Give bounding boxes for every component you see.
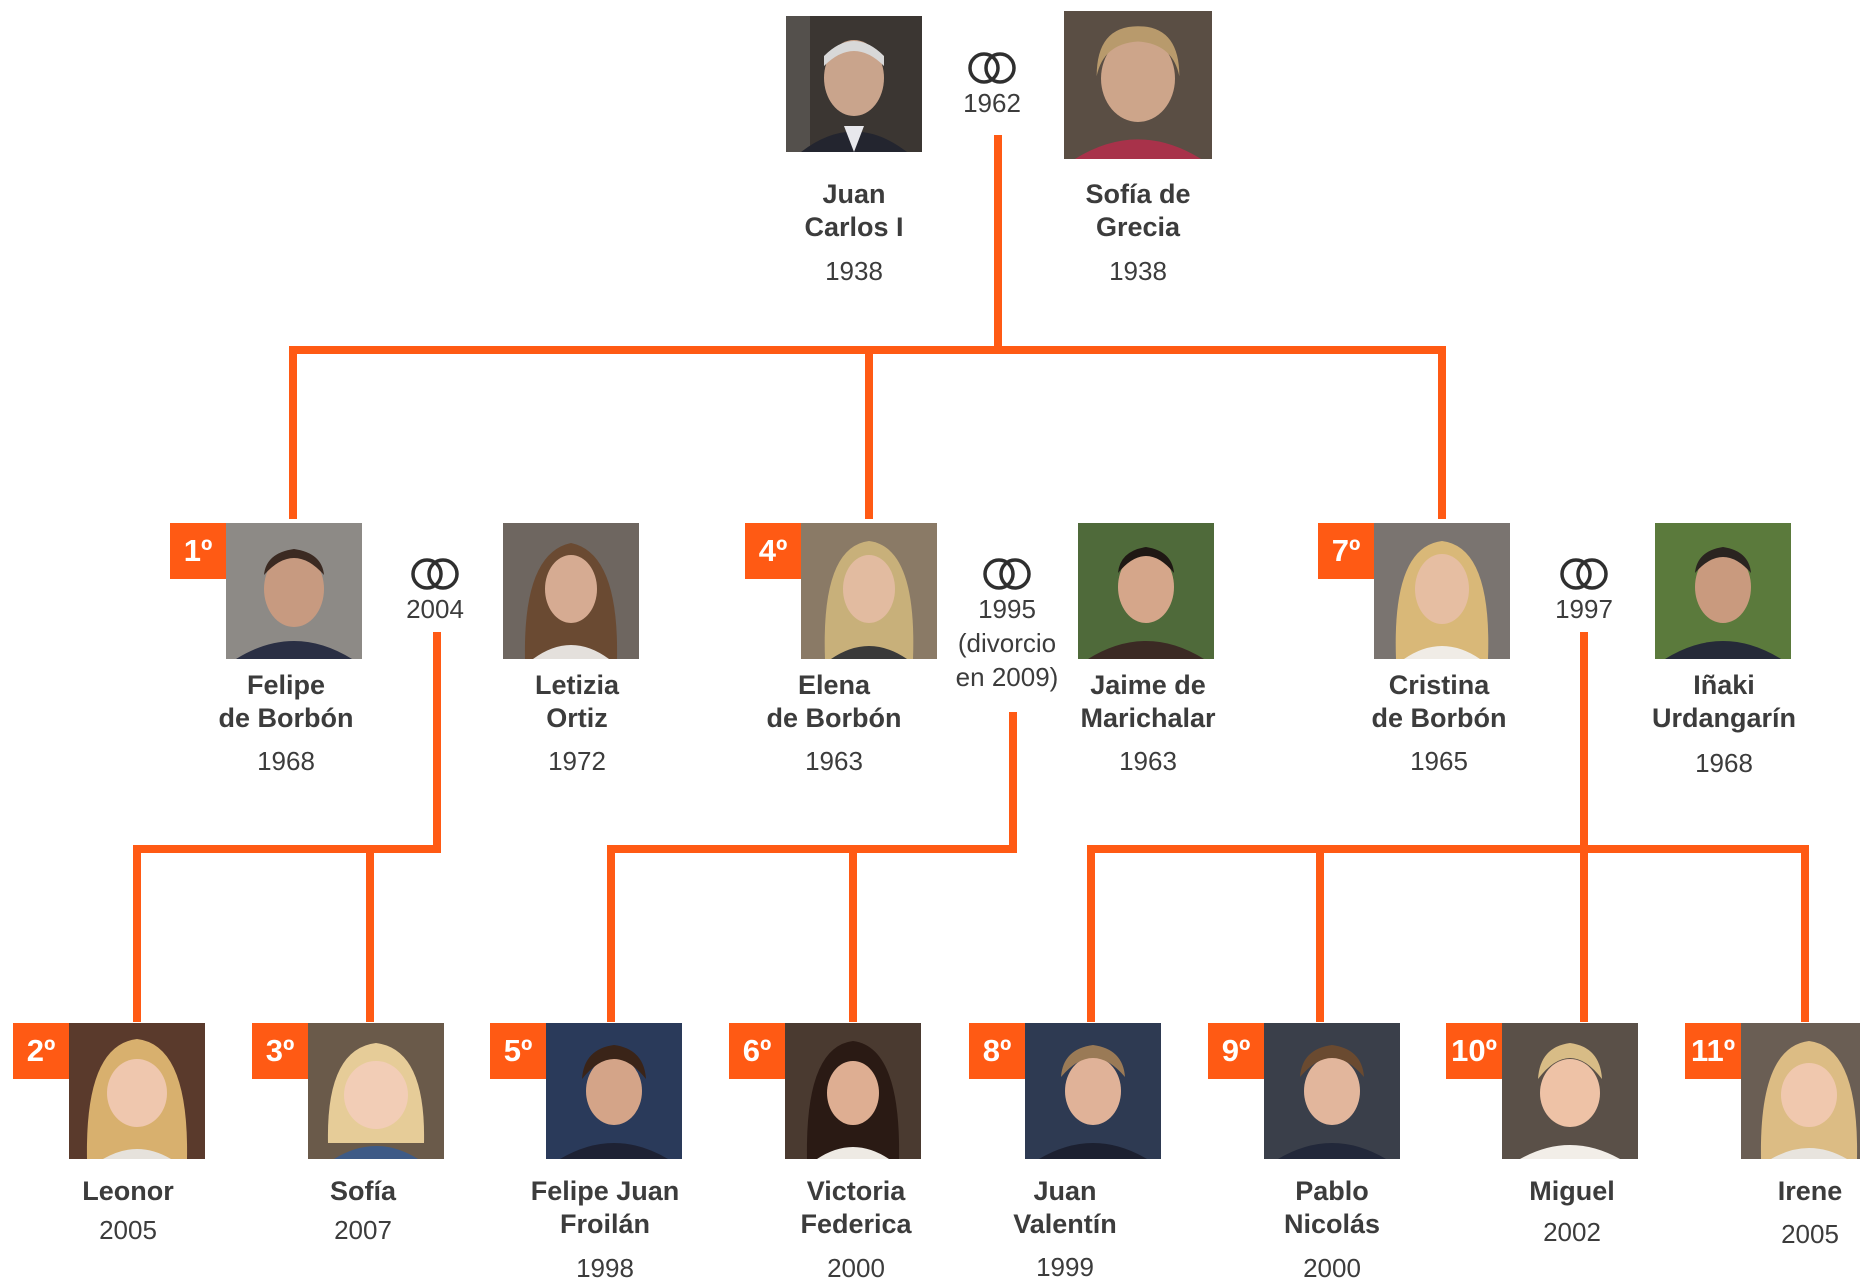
succession-rank-badge: 3º (252, 1023, 308, 1079)
connector-elena-children (607, 712, 1017, 1022)
birth-year: 1938 (825, 256, 883, 286)
person-name: Jaime de Marichalar (1080, 670, 1216, 733)
person-name: Sofía de Grecia (1085, 179, 1191, 242)
portrait-photo (1655, 523, 1791, 659)
birth-year: 1968 (257, 746, 315, 776)
portrait-photo (1064, 11, 1212, 159)
connector-parents-to-children (289, 135, 1446, 519)
portrait-photo (308, 1023, 444, 1159)
portrait-photo (69, 1023, 205, 1159)
birth-year: 1965 (1410, 746, 1468, 776)
succession-rank-badge: 4º (745, 523, 801, 579)
portrait-photo (1374, 523, 1510, 659)
marriage-year: 1995 (divorcio en 2009) (955, 594, 1059, 692)
birth-year: 1938 (1109, 256, 1167, 286)
wedding-rings-icon (968, 52, 1016, 84)
portrait-photo (785, 1023, 921, 1159)
portrait-photo (503, 523, 639, 659)
birth-year: 1963 (805, 746, 863, 776)
portrait-photo (546, 1023, 682, 1159)
marriage-year: 2004 (406, 594, 464, 624)
person-name: Juan Carlos I (804, 179, 904, 242)
person-name: Cristina de Borbón (1371, 670, 1507, 733)
succession-rank-badge: 5º (490, 1023, 546, 1079)
portrait-photo (226, 523, 362, 659)
wedding-rings-icon (411, 558, 459, 590)
succession-rank-badge: 1º (170, 523, 226, 579)
birth-year: 2005 (1781, 1219, 1839, 1249)
succession-rank-badge: 9º (1208, 1023, 1264, 1079)
wedding-rings-icon (983, 558, 1031, 590)
portrait-photo (1025, 1023, 1161, 1159)
portrait-photo (1741, 1023, 1860, 1159)
birth-year: 2005 (99, 1215, 157, 1245)
connector-cristina-children (1087, 632, 1809, 1022)
portrait-photo (801, 523, 937, 659)
succession-rank-badge: 6º (729, 1023, 785, 1079)
portrait-photo (1078, 523, 1214, 659)
birth-year: 2002 (1543, 1217, 1601, 1247)
marriage-elena-jaime: 1995 (divorcio en 2009) (937, 556, 1077, 694)
connector-felipe-children (133, 632, 441, 1022)
birth-year: 1999 (1036, 1252, 1094, 1282)
person-name: Pablo Nicolás (1283, 1176, 1381, 1239)
portrait-photo (1502, 1023, 1638, 1159)
person-name: Victoria Federica (800, 1176, 912, 1239)
marriage-juan-carlos-sofia: 1962 (922, 50, 1062, 120)
succession-rank-badge: 7º (1318, 523, 1374, 579)
marriage-year: 1997 (1555, 594, 1613, 624)
birth-year: 2000 (827, 1253, 885, 1283)
person-name: Miguel (1529, 1176, 1615, 1206)
person-name: Leonor (82, 1176, 174, 1206)
birth-year: 1998 (576, 1253, 634, 1283)
portrait-photo (786, 16, 922, 152)
succession-rank-badge: 2º (13, 1023, 69, 1079)
birth-year: 1968 (1695, 748, 1753, 778)
person-name: Felipe Juan Froilán (530, 1176, 680, 1239)
birth-year: 2000 (1303, 1253, 1361, 1283)
portrait-photo (1264, 1023, 1400, 1159)
birth-year: 1963 (1119, 746, 1177, 776)
succession-rank-badge: 11º (1685, 1023, 1741, 1079)
person-name: Elena de Borbón (766, 670, 902, 733)
person-name: Irene (1777, 1176, 1843, 1206)
person-name: Sofía (329, 1176, 396, 1206)
person-name: Juan Valentín (1013, 1176, 1117, 1239)
succession-rank-badge: 8º (969, 1023, 1025, 1079)
person-name: Felipe de Borbón (218, 670, 354, 733)
person-name: Letizia Ortiz (534, 670, 620, 733)
marriage-felipe-letizia: 2004 (365, 556, 505, 626)
marriage-cristina-inaki: 1997 (1514, 556, 1654, 626)
succession-rank-badge: 10º (1446, 1023, 1502, 1079)
person-name: Iñaki Urdangarín (1651, 670, 1797, 733)
wedding-rings-icon (1560, 558, 1608, 590)
marriage-year: 1962 (963, 88, 1021, 118)
birth-year: 2007 (334, 1215, 392, 1245)
birth-year: 1972 (548, 746, 606, 776)
